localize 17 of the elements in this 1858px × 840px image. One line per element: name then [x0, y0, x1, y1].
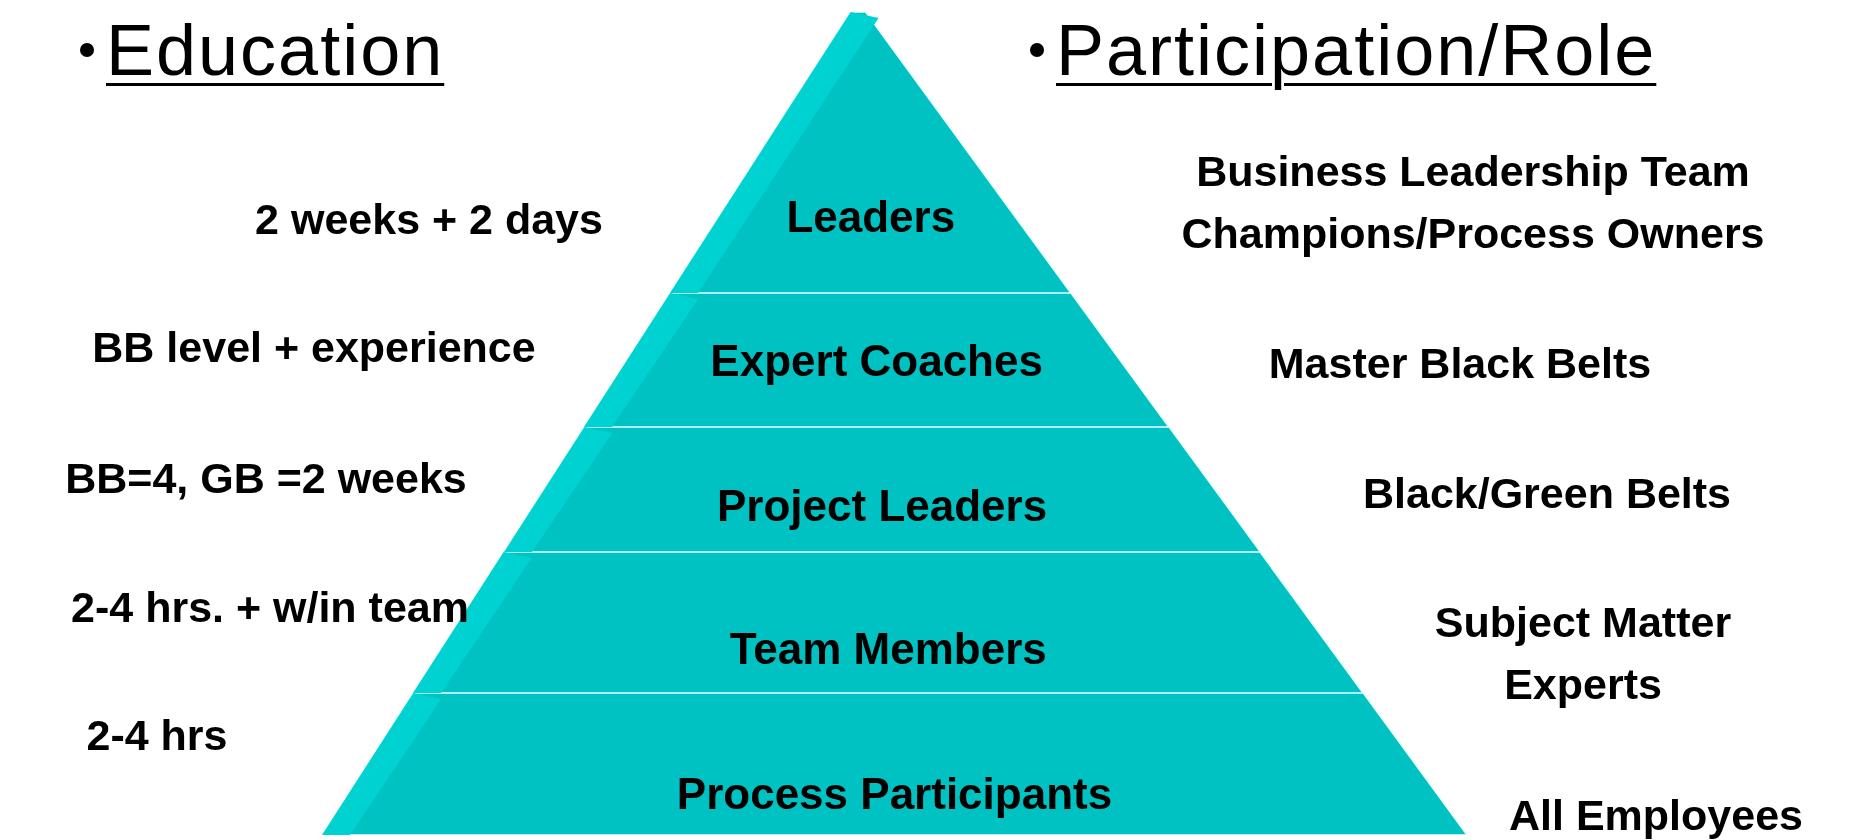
- tier-label: Leaders: [786, 191, 956, 243]
- tier-description: 2-4 hrs: [86, 710, 228, 761]
- role-description: All Employees: [1509, 790, 1803, 840]
- tier-label: Project Leaders: [717, 480, 1048, 532]
- tier-description: 2 weeks + 2 days: [255, 194, 603, 245]
- tier-description: BB=4, GB =2 weeks: [65, 453, 467, 504]
- tier-label: Expert Coaches: [710, 335, 1043, 387]
- tier-label: Team Members: [729, 623, 1047, 675]
- column-heading: Participation/Role: [1056, 9, 1657, 92]
- role-description: Subject Matter Experts: [1433, 597, 1733, 710]
- tier-description: 2-4 hrs. + w/in team: [71, 582, 469, 633]
- role-description: Business Leadership Team Champions/Process Owners: [1180, 146, 1766, 259]
- role-description: Master Black Belts: [1268, 338, 1652, 389]
- tier-label: Process Participants: [676, 768, 1113, 820]
- tier-description: BB level + experience: [92, 322, 536, 373]
- column-heading: Education: [106, 9, 445, 92]
- role-description: Black/Green Belts: [1362, 468, 1732, 519]
